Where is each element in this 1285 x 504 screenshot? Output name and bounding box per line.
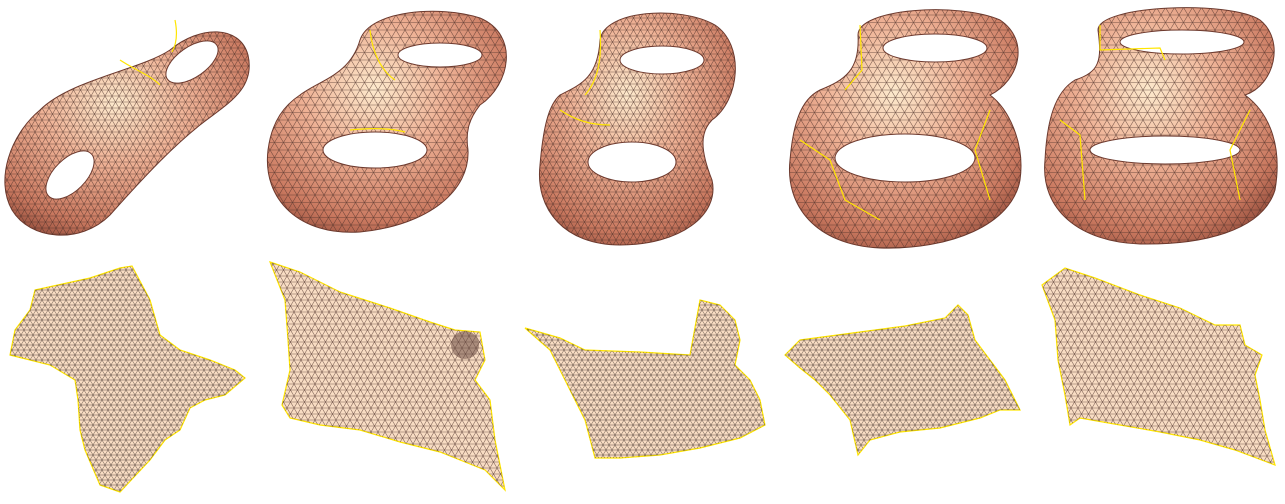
flat-mesh-4 [785,305,1020,455]
hole-upper [883,34,987,62]
genus2-mesh-3 [539,13,735,245]
hole-lower [835,134,975,182]
hole-lower [323,132,427,168]
hole-upper [1120,30,1244,54]
genus2-mesh-2 [267,11,506,232]
hole-lower [588,142,676,182]
flat-mesh-3 [525,300,765,458]
hole-upper [398,43,482,67]
flat-mesh-5 [1042,268,1275,465]
genus2-mesh-4 [789,10,1021,248]
genus2-mesh-5 [1045,8,1278,244]
dense-fold [451,331,479,359]
flat-mesh-2 [270,262,505,490]
hole-lower [1090,136,1240,164]
flat-mesh-1 [10,266,245,492]
hole-upper [620,46,704,74]
genus2-mesh-1 [5,20,249,235]
